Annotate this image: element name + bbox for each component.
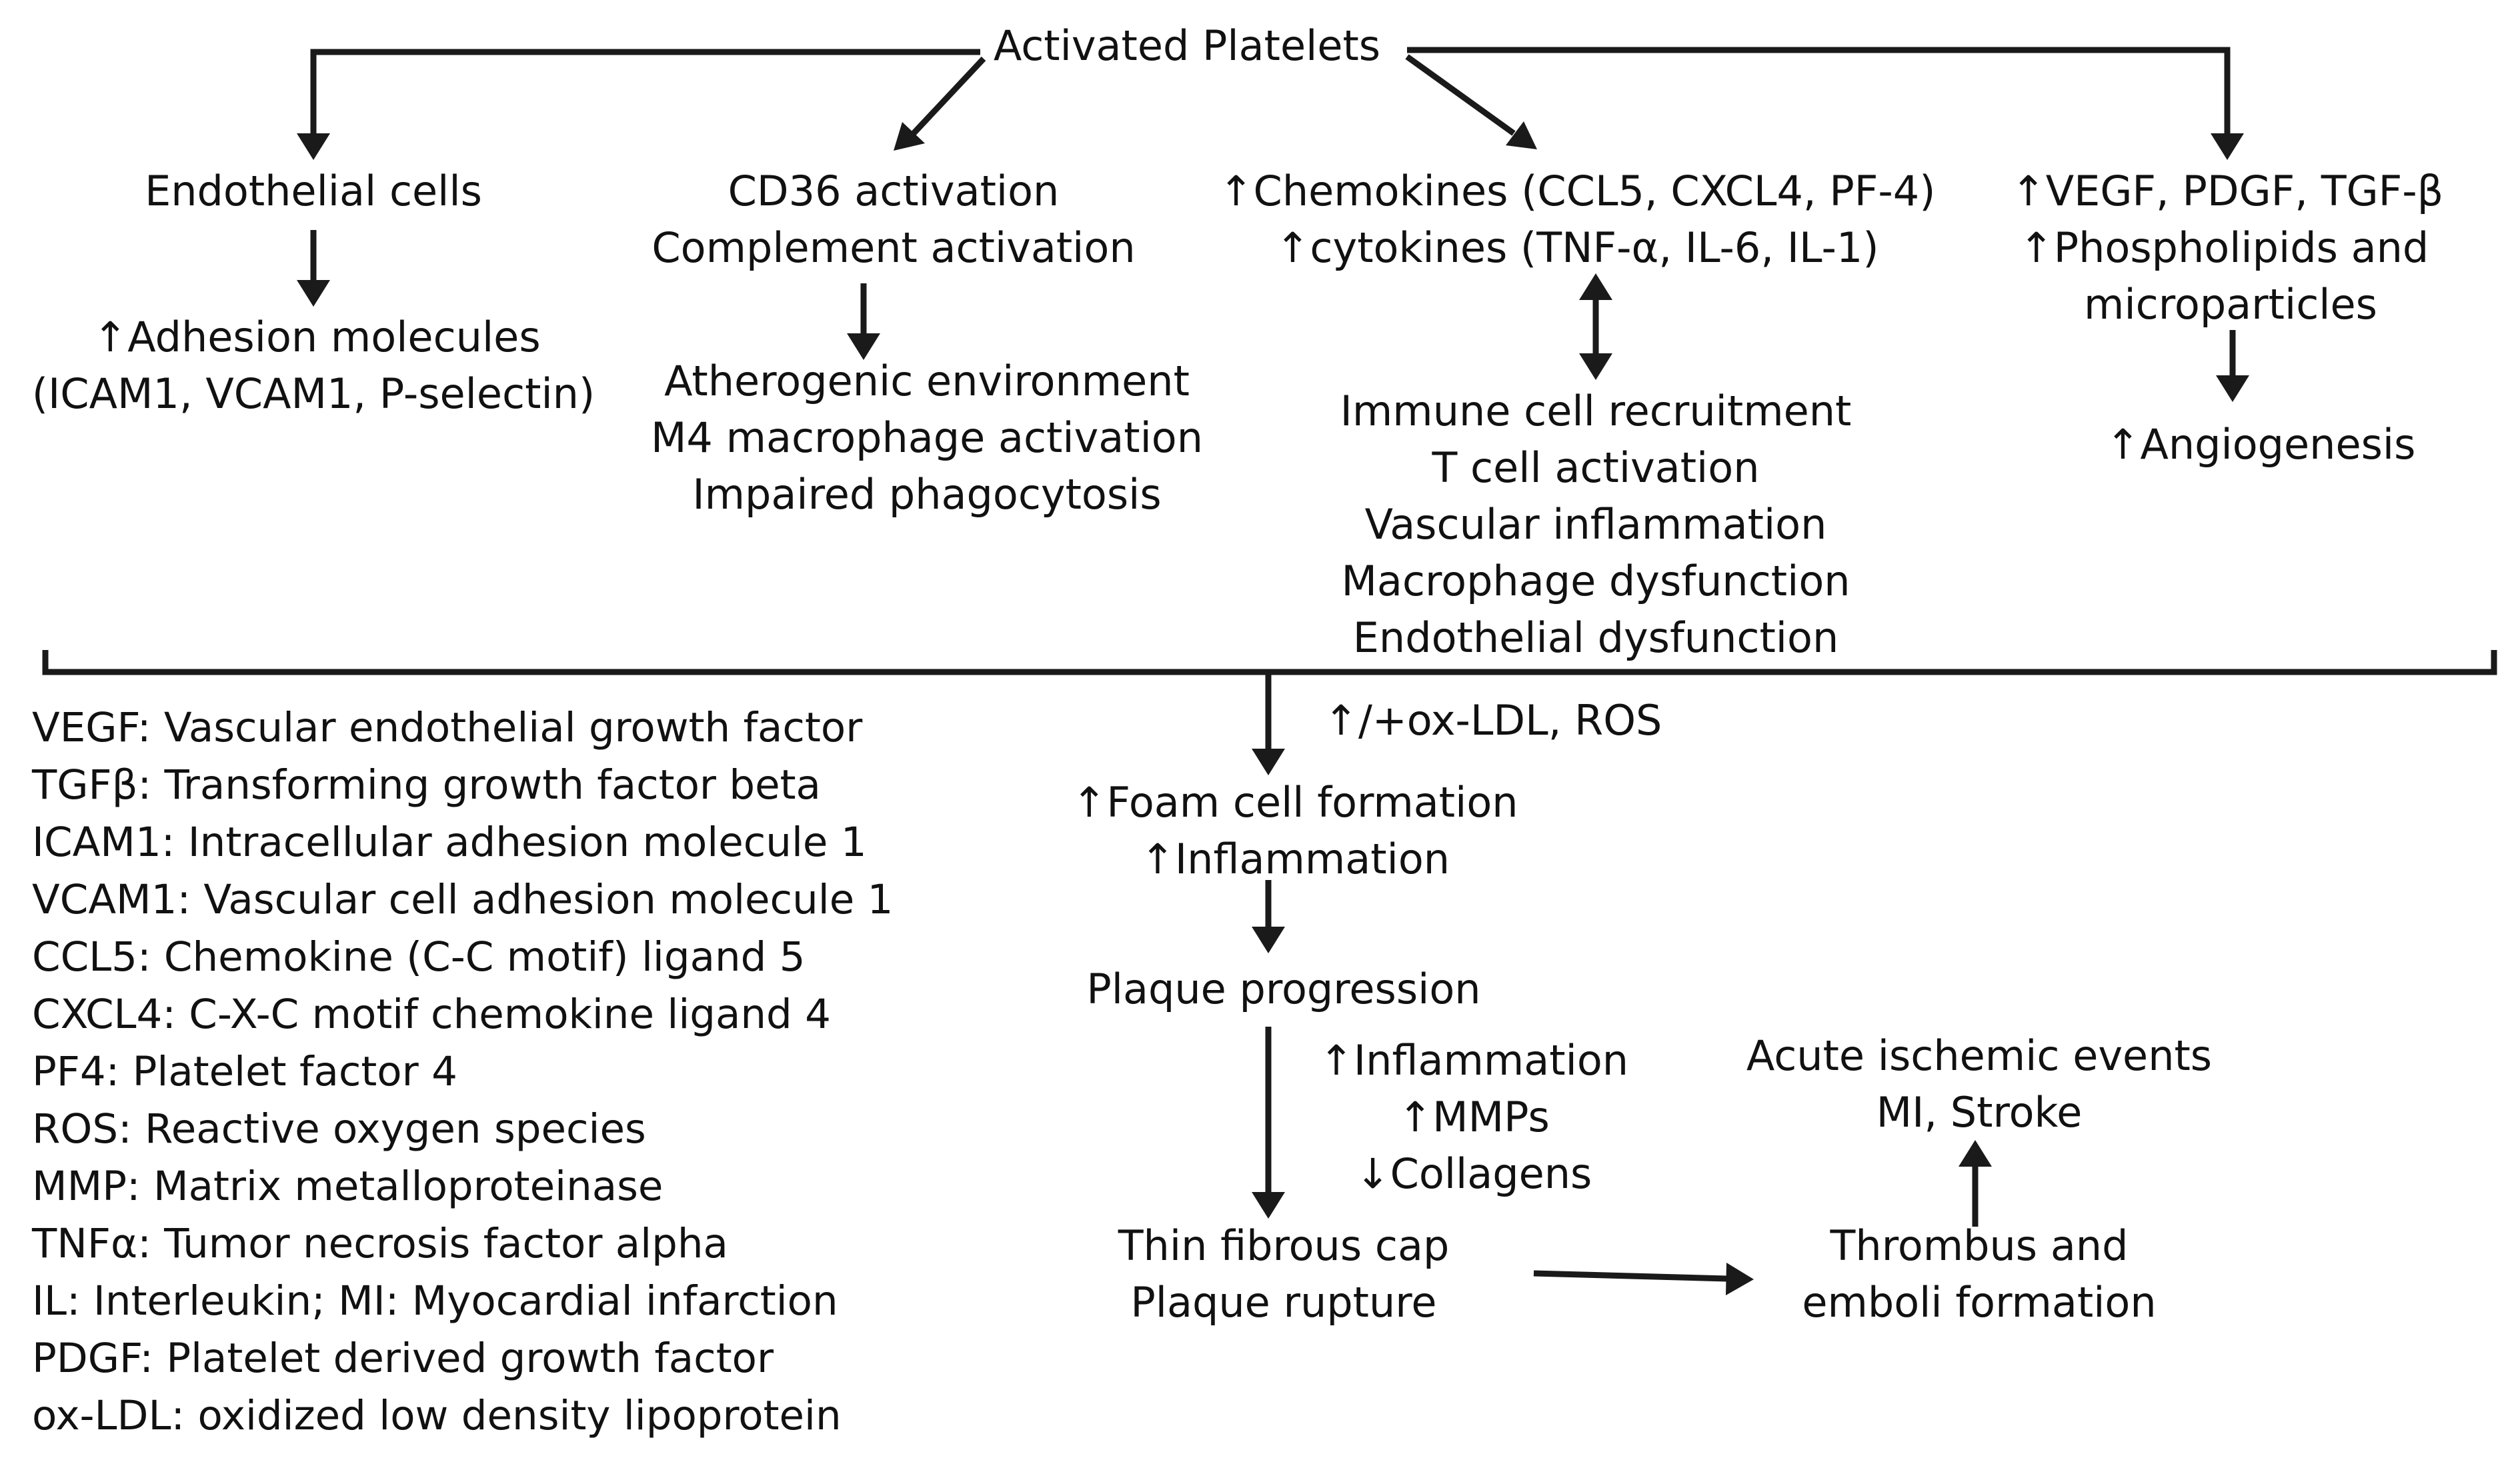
arrowhead-chemokines-up bbox=[1579, 273, 1612, 300]
activated-platelets-label: Activated Platelets bbox=[994, 21, 1380, 70]
arrowhead-atherogenic bbox=[847, 333, 880, 360]
legend-item: VCAM1: Vascular cell adhesion molecule 1 bbox=[32, 876, 893, 923]
arrowhead-vegf bbox=[2211, 133, 2244, 160]
node-labels: Activated Platelets Endothelial cells ↑A… bbox=[32, 21, 2443, 1327]
macrophage-dysfunction-label: Macrophage dysfunction bbox=[1341, 557, 1850, 605]
complement-activation-label: Complement activation bbox=[652, 223, 1135, 272]
legend-item: IL: Interleukin; MI: Myocardial infarcti… bbox=[32, 1277, 838, 1325]
angiogenesis-label: ↑Angiogenesis bbox=[2106, 420, 2416, 469]
vegf-label: ↑VEGF, PDGF, TGF-β bbox=[2011, 167, 2443, 215]
arrowhead-angiogenesis bbox=[2216, 375, 2249, 402]
legend-item: TNFα: Tumor necrosis factor alpha bbox=[31, 1220, 728, 1267]
arrowhead-endothelial bbox=[297, 133, 330, 160]
connector-thincap-thrombus bbox=[1533, 1270, 1728, 1282]
foam-inflammation-label: ↑Inflammation bbox=[1140, 835, 1450, 883]
arrowhead-chemokines bbox=[1506, 121, 1537, 149]
impaired-phagocytosis-label: Impaired phagocytosis bbox=[692, 470, 1161, 519]
arrowhead-thrombus bbox=[1726, 1263, 1754, 1295]
connector-to-vegf bbox=[1407, 47, 2231, 137]
legend-item: VEGF: Vascular endothelial growth factor bbox=[32, 704, 863, 751]
legend-item: TGFβ: Transforming growth factor beta bbox=[31, 761, 821, 809]
microparticles-label: microparticles bbox=[2084, 280, 2377, 329]
plaque-progression-label: Plaque progression bbox=[1086, 965, 1480, 1013]
m4-macrophage-label: M4 macrophage activation bbox=[651, 413, 1203, 462]
emboli-formation-label: emboli formation bbox=[1802, 1278, 2156, 1327]
adhesion-molecules-list: (ICAM1, VCAM1, P-selectin) bbox=[32, 369, 595, 418]
bracket-line bbox=[42, 650, 2497, 675]
arrowhead-foam bbox=[1252, 749, 1285, 775]
arrowhead-thincap bbox=[1252, 1192, 1285, 1219]
chemokines-label: ↑Chemokines (CCL5, CXCL4, PF-4) bbox=[1219, 167, 1936, 215]
vascular-inflammation-label: Vascular inflammation bbox=[1365, 500, 1827, 549]
abbreviation-legend: VEGF: Vascular endothelial growth factor… bbox=[31, 704, 893, 1439]
collagens-label: ↓Collagens bbox=[1356, 1149, 1592, 1198]
arrowhead-cd36 bbox=[894, 122, 925, 151]
mmps-label: ↑MMPs bbox=[1398, 1093, 1550, 1141]
legend-item: ox-LDL: oxidized low density lipoprotein bbox=[32, 1392, 842, 1439]
endothelial-cells-label: Endothelial cells bbox=[145, 167, 482, 215]
legend-item: CXCL4: C-X-C motif chemokine ligand 4 bbox=[32, 991, 831, 1038]
plaque-rupture-label: Plaque rupture bbox=[1130, 1278, 1436, 1327]
thrombus-label: Thrombus and bbox=[1830, 1221, 2129, 1270]
acute-ischemic-events-label: Acute ischemic events bbox=[1746, 1031, 2212, 1080]
oxldl-ros-label: ↑/+ox-LDL, ROS bbox=[1324, 696, 1662, 745]
legend-item: PF4: Platelet factor 4 bbox=[32, 1048, 457, 1095]
arrowhead-progression bbox=[1252, 927, 1285, 953]
t-cell-activation-label: T cell activation bbox=[1431, 443, 1759, 492]
mmps-inflammation-label: ↑Inflammation bbox=[1319, 1036, 1628, 1085]
foam-cell-formation-label: ↑Foam cell formation bbox=[1072, 778, 1518, 827]
immune-recruitment-label: Immune cell recruitment bbox=[1340, 387, 1852, 435]
legend-item: MMP: Matrix metalloproteinase bbox=[32, 1163, 663, 1210]
adhesion-molecules-label: ↑Adhesion molecules bbox=[93, 313, 540, 361]
connectors bbox=[42, 47, 2497, 1295]
legend-item: CCL5: Chemokine (C-C motif) ligand 5 bbox=[32, 933, 806, 981]
legend-item: ICAM1: Intracellular adhesion molecule 1 bbox=[32, 819, 867, 866]
endothelial-dysfunction-label: Endothelial dysfunction bbox=[1353, 613, 1839, 662]
connector-to-cd36 bbox=[911, 56, 986, 136]
connector-to-endothelial bbox=[310, 49, 980, 137]
atherogenic-environment-label: Atherogenic environment bbox=[664, 357, 1190, 405]
legend-item: PDGF: Platelet derived growth factor bbox=[32, 1335, 774, 1382]
phospholipids-label: ↑Phospholipids and bbox=[2019, 223, 2429, 272]
mi-stroke-label: MI, Stroke bbox=[1876, 1088, 2083, 1137]
thin-fibrous-cap-label: Thin fibrous cap bbox=[1118, 1221, 1450, 1270]
cd36-activation-label: CD36 activation bbox=[728, 167, 1060, 215]
legend-item: ROS: Reactive oxygen species bbox=[32, 1105, 646, 1153]
arrowhead-immune-down bbox=[1579, 353, 1612, 380]
arrowhead-acute bbox=[1959, 1140, 1992, 1167]
cytokines-label: ↑cytokines (TNF-α, IL-6, IL-1) bbox=[1275, 223, 1878, 272]
connector-to-chemokines bbox=[1405, 54, 1516, 136]
arrowhead-adhesion bbox=[297, 280, 330, 307]
